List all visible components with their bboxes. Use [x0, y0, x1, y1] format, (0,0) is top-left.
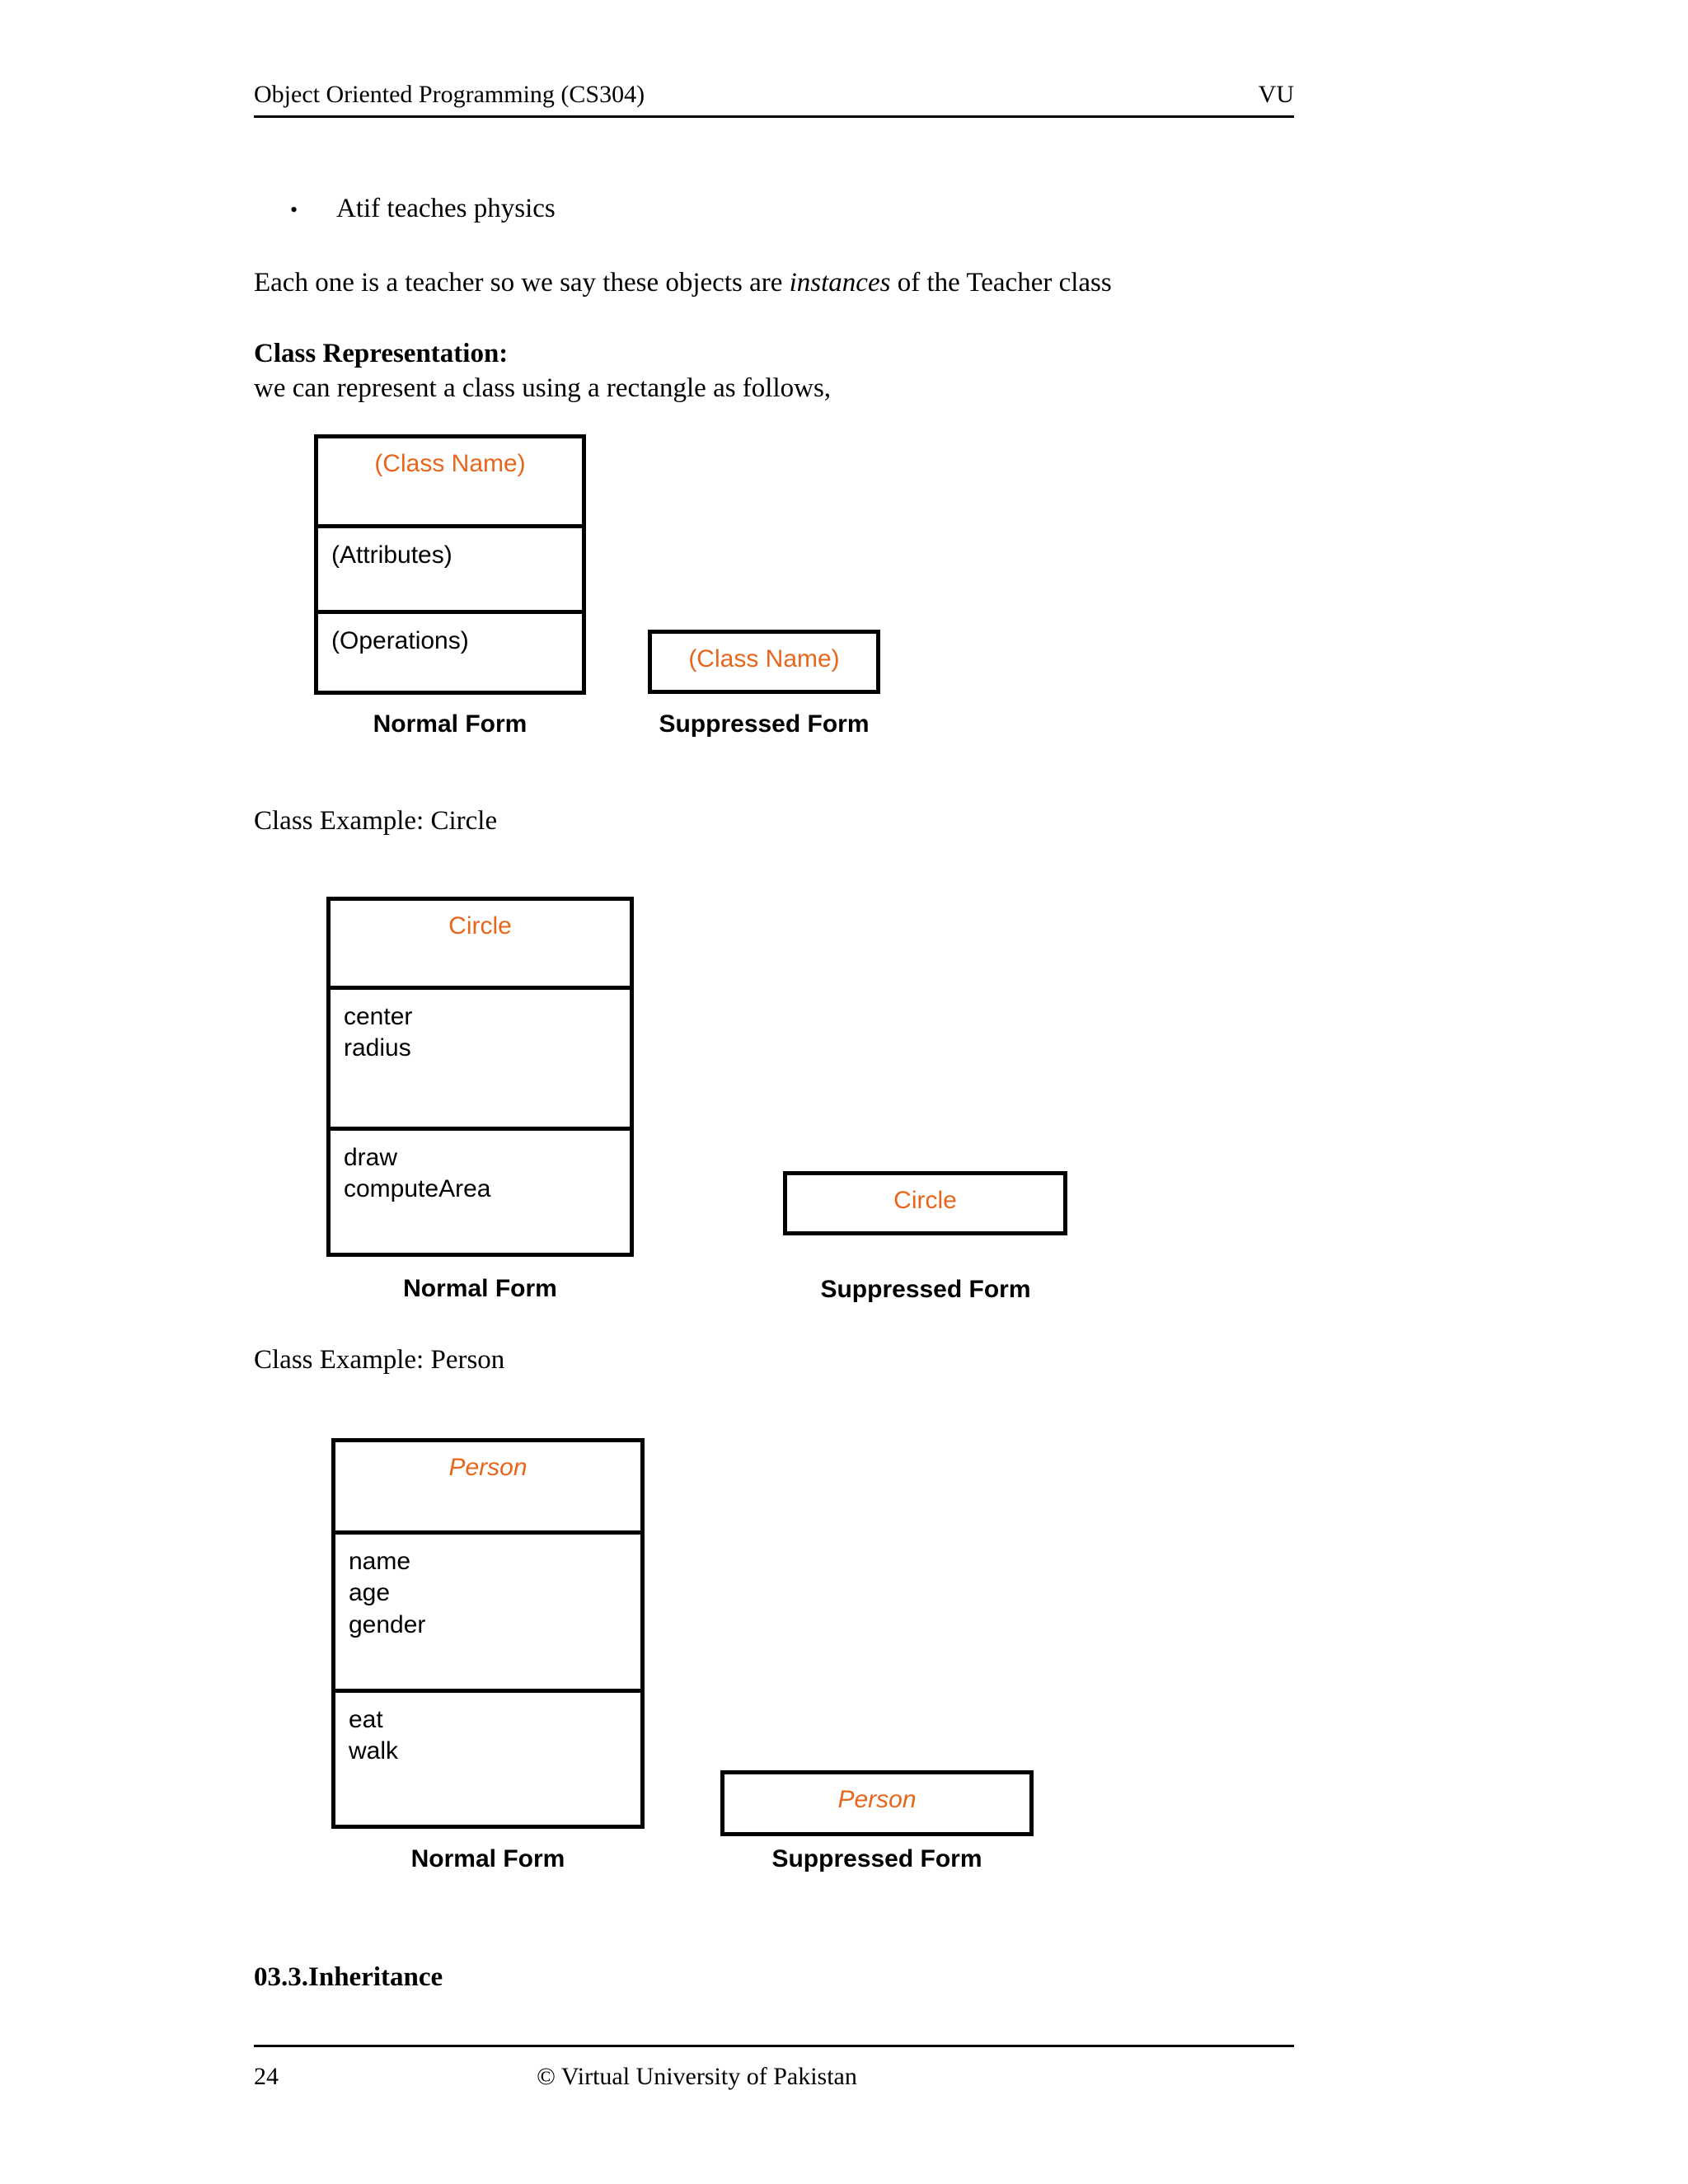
- bullet-point-icon: •: [290, 198, 298, 222]
- header-course-title: Object Oriented Programming (CS304): [254, 81, 645, 108]
- page-number: 24: [254, 2063, 279, 2090]
- caption-class-example-person: Class Example: Person: [254, 1345, 505, 1375]
- uml-operation-list: draw computeArea: [331, 1131, 630, 1206]
- heading-inheritance: 03.3.Inheritance: [254, 1962, 443, 1992]
- uml-attribute-item: radius: [344, 1034, 411, 1062]
- header-rule: [254, 115, 1294, 118]
- uml-compartment-class-name: Person: [724, 1774, 1029, 1832]
- heading-class-representation: Class Representation:: [254, 339, 509, 368]
- paragraph-text-after-italic: of the Teacher class: [890, 268, 1112, 298]
- caption-class-example-circle: Class Example: Circle: [254, 806, 498, 836]
- uml-attribute-list: center radius: [331, 990, 630, 1065]
- label-suppressed-form-circle: Suppressed Form: [820, 1276, 1031, 1303]
- paragraph-each-one-is-a-teacher: Each one is a teacher so we say these ob…: [254, 265, 1112, 301]
- uml-operation-item: eat: [349, 1706, 383, 1733]
- uml-attribute-item: name: [349, 1548, 411, 1575]
- bullet-item-text: Atif teaches physics: [336, 194, 556, 223]
- uml-operation-list: eat walk: [335, 1693, 640, 1768]
- uml-attribute-list: name age gender: [335, 1535, 640, 1641]
- footer-rule: [254, 2045, 1294, 2047]
- uml-attribute-item: (Attributes): [331, 541, 452, 569]
- uml-compartment-attributes: center radius: [331, 986, 630, 1127]
- uml-operation-item: draw: [344, 1144, 398, 1171]
- paragraph-we-can-represent: we can represent a class using a rectang…: [254, 373, 832, 403]
- uml-compartment-attributes: name age gender: [335, 1530, 640, 1689]
- uml-compartment-class-name: Circle: [331, 901, 630, 986]
- uml-attribute-item: age: [349, 1579, 391, 1607]
- uml-class-box-normal-generic: (Class Name) (Attributes) (Operations): [314, 434, 586, 695]
- label-suppressed-form-person: Suppressed Form: [771, 1845, 982, 1872]
- uml-operation-item: computeArea: [344, 1175, 491, 1203]
- uml-class-box-suppressed-generic: (Class Name): [648, 630, 880, 694]
- paragraph-text-before-italic: Each one is a teacher so we say these ob…: [254, 268, 790, 298]
- label-suppressed-form-generic: Suppressed Form: [659, 710, 870, 738]
- uml-operation-item: (Operations): [331, 627, 469, 654]
- label-normal-form-person: Normal Form: [410, 1845, 565, 1872]
- bullet-list-item: • Atif teaches physics: [290, 194, 1197, 224]
- uml-compartment-attributes: (Attributes): [318, 524, 582, 610]
- header-institution: VU: [1258, 81, 1294, 108]
- uml-compartment-class-name: (Class Name): [652, 634, 876, 690]
- uml-class-name-label: Circle: [448, 912, 512, 940]
- footer-copyright: © Virtual University of Pakistan: [537, 2063, 857, 2090]
- label-normal-form-generic: Normal Form: [373, 710, 528, 738]
- uml-compartment-operations: (Operations): [318, 610, 582, 691]
- uml-class-box-suppressed-person: Person: [720, 1770, 1034, 1836]
- uml-compartment-operations: eat walk: [335, 1689, 640, 1825]
- uml-compartment-operations: draw computeArea: [331, 1127, 630, 1253]
- uml-class-box-normal-person: Person name age gender eat walk: [331, 1438, 645, 1829]
- uml-attribute-item: center: [344, 1003, 413, 1030]
- uml-class-name-label: Person: [837, 1786, 917, 1813]
- page-header: Object Oriented Programming (CS304) VU: [254, 81, 1294, 118]
- uml-class-box-normal-circle: Circle center radius draw computeArea: [326, 897, 634, 1257]
- uml-attribute-item: gender: [349, 1610, 426, 1638]
- uml-compartment-class-name: Circle: [787, 1175, 1063, 1231]
- uml-class-name-label: Circle: [893, 1187, 957, 1214]
- label-normal-form-circle: Normal Form: [403, 1275, 557, 1302]
- uml-compartment-class-name: Person: [335, 1442, 640, 1530]
- uml-class-name-label: (Class Name): [374, 450, 526, 477]
- uml-class-name-label: Person: [448, 1454, 528, 1481]
- uml-class-name-label: (Class Name): [688, 645, 840, 673]
- emphasis-instances: instances: [789, 268, 891, 298]
- uml-operation-item: walk: [349, 1737, 399, 1765]
- uml-class-box-suppressed-circle: Circle: [783, 1171, 1067, 1235]
- uml-compartment-class-name: (Class Name): [318, 438, 582, 524]
